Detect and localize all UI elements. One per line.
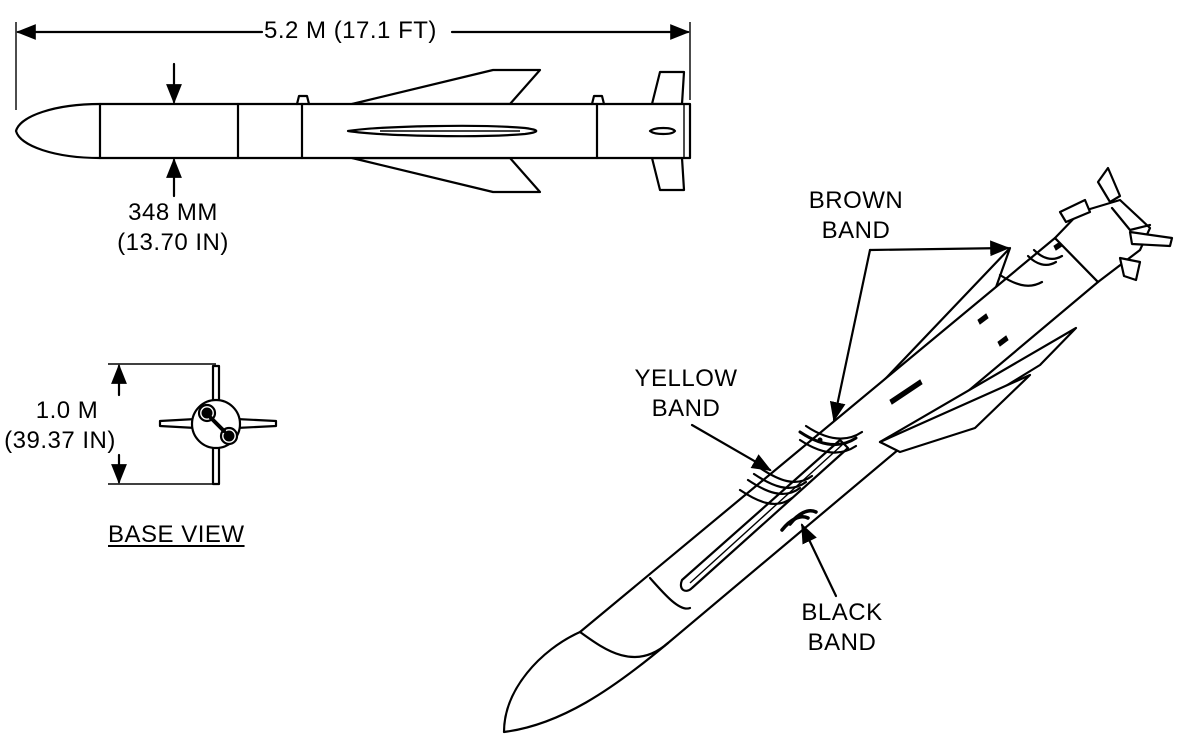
leader-lines: [690, 240, 1010, 598]
span-label-m: 1.0 M: [35, 397, 99, 424]
yellow-band-label-line2: BAND: [651, 395, 721, 422]
side-view-missile: [14, 22, 692, 198]
yellow-band-label-line1: YELLOW: [634, 365, 738, 392]
side-section-joints: [98, 102, 685, 160]
iso-fins-lower: [878, 326, 1078, 454]
side-midbody-fins: [350, 68, 542, 194]
brown-band-label-line1: BROWN: [808, 187, 904, 214]
black-band-label-line1: BLACK: [801, 599, 883, 626]
iso-raceway: [679, 438, 850, 592]
diameter-label-mm: 348 MM: [128, 199, 218, 226]
side-nozzle-slot: [648, 126, 677, 136]
base-view-caption: BASE VIEW: [108, 521, 245, 548]
side-raceway: [346, 124, 538, 138]
iso-view-missile: [502, 166, 1174, 734]
side-suspension-lugs: [295, 94, 606, 106]
iso-section-joints: [738, 273, 1044, 506]
iso-brown-band: [798, 248, 1064, 446]
diameter-label-in: (13.70 IN): [117, 229, 229, 256]
base-view-drawing: [108, 363, 278, 486]
base-view-fins: [158, 364, 278, 486]
iso-radome-joint: [578, 630, 670, 659]
length-dimension-line: [15, 22, 691, 110]
black-band-label-line2: BAND: [807, 629, 877, 656]
base-view-nozzles: [197, 403, 239, 446]
brown-band-label-line2: BAND: [821, 217, 891, 244]
length-label: 5.2 M (17.1 FT): [264, 17, 437, 44]
iso-black-band: [780, 509, 818, 532]
iso-tail-section: [1053, 166, 1174, 284]
span-label-in: (39.37 IN): [4, 427, 116, 454]
